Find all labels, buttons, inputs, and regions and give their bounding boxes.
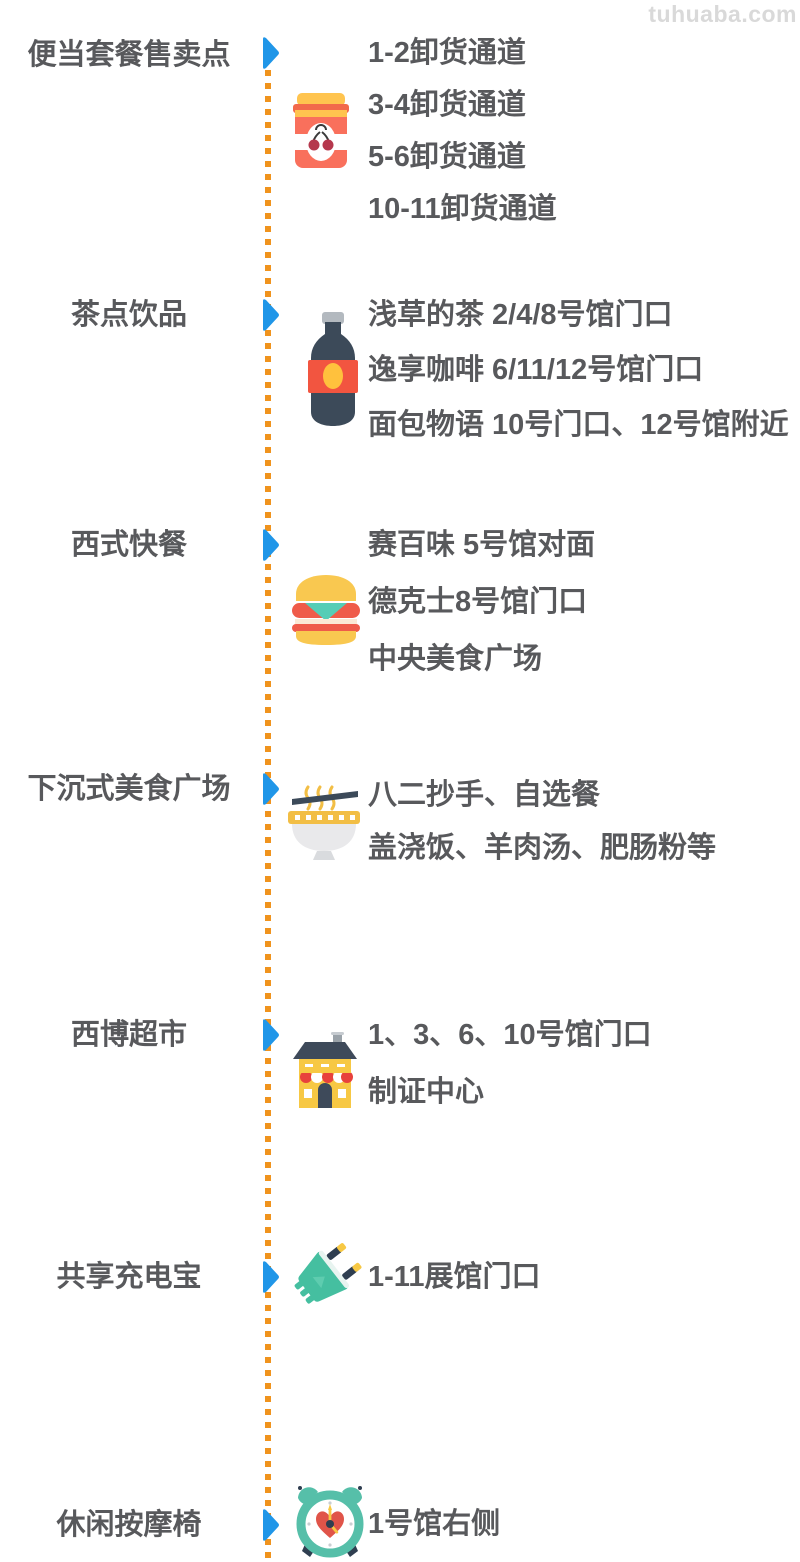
section-label-supermarket: 西博超市: [70, 1019, 187, 1051]
watermark: tuhuaba.com: [648, 1, 797, 27]
alarm-clock-icon: [296, 1486, 364, 1558]
location-item: 1号馆右侧: [368, 1508, 501, 1540]
location-item: 盖浇饭、羊肉汤、肥肠粉等: [368, 832, 717, 864]
noodle-bowl-icon: [288, 785, 360, 860]
section-label-powerbank: 共享充电宝: [56, 1261, 202, 1293]
location-item: 赛百味 5号馆对面: [368, 529, 596, 561]
arrow-right-icon: [263, 299, 279, 331]
storefront-icon: [293, 1032, 357, 1108]
location-item: 德克士8号馆门口: [368, 586, 588, 618]
arrow-right-icon: [263, 1261, 279, 1293]
location-item: 中央美食广场: [368, 643, 543, 675]
power-plug-icon: [294, 1243, 362, 1304]
arrow-right-icon: [263, 37, 279, 69]
timeline-dotted-line: [265, 70, 271, 1562]
location-item: 10-11卸货通道: [368, 193, 557, 225]
location-item: 制证中心: [368, 1076, 485, 1108]
location-item: 面包物语 10号门口、12号馆附近: [368, 409, 789, 441]
location-item: 5-6卸货通道: [368, 141, 526, 173]
location-item: 3-4卸货通道: [368, 89, 526, 121]
location-item: 八二抄手、自选餐: [368, 779, 601, 811]
location-item: 1-11展馆门口: [368, 1261, 541, 1293]
location-item: 逸享咖啡 6/11/12号馆门口: [368, 354, 704, 386]
location-item: 浅草的茶 2/4/8号馆门口: [368, 299, 673, 331]
hamburger-icon: [292, 575, 360, 645]
section-label-drinks: 茶点饮品: [70, 299, 187, 331]
location-item: 1-2卸货通道: [368, 37, 526, 69]
jam-jar-icon: [293, 93, 349, 168]
arrow-right-icon: [263, 1509, 279, 1541]
arrow-right-icon: [263, 1019, 279, 1051]
location-item: 1、3、6、10号馆门口: [368, 1019, 652, 1051]
arrow-right-icon: [263, 529, 279, 561]
drink-bottle-icon: [308, 312, 358, 426]
section-label-fastfood: 西式快餐: [70, 529, 187, 561]
arrow-right-icon: [263, 773, 279, 805]
section-label-massage: 休闲按摩椅: [56, 1509, 202, 1541]
section-label-bento: 便当套餐售卖点: [27, 39, 231, 71]
section-label-foodplaza: 下沉式美食广场: [27, 773, 231, 805]
